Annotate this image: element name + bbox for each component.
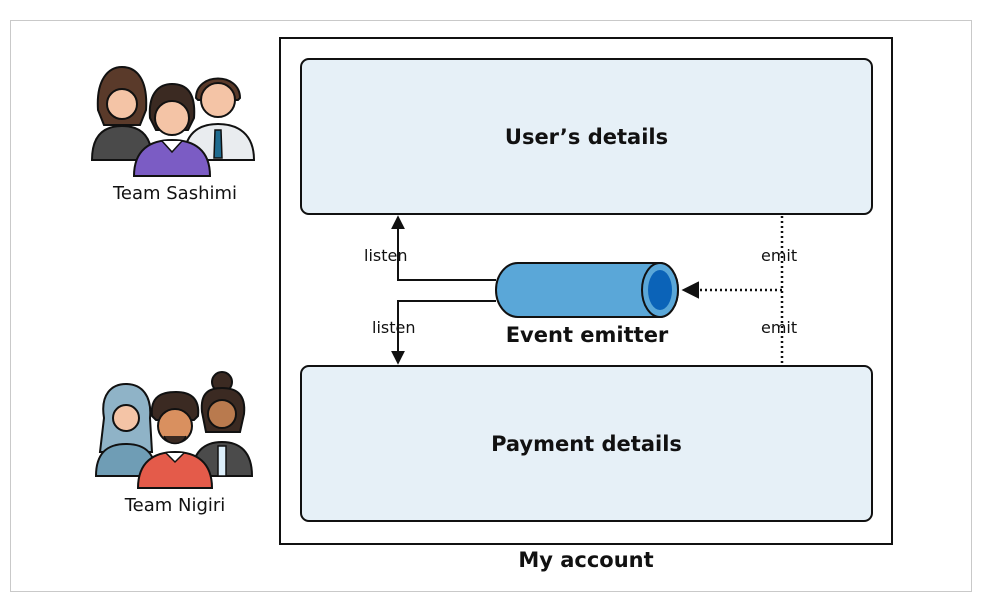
listen-label-top: listen [364, 246, 408, 265]
listen-label-bottom: listen [372, 318, 416, 337]
users-details-panel: User’s details [300, 58, 873, 215]
my-account-container [279, 37, 893, 545]
event-emitter-label: Event emitter [505, 323, 669, 347]
listen-connector-bottom [391, 300, 496, 365]
my-account-label: My account [518, 548, 654, 572]
payment-details-panel: Payment details [300, 365, 873, 522]
diagram-frame [10, 20, 972, 592]
emit-label-bottom: emit [761, 318, 798, 337]
team-nigiri-people-icon [94, 371, 254, 489]
team-sashimi-people-icon [90, 65, 256, 177]
listen-connector-top [391, 215, 496, 281]
event-emitter-icon [495, 262, 679, 318]
payment-details-label: Payment details [491, 431, 682, 456]
users-details-label: User’s details [504, 124, 669, 149]
emit-label-top: emit [761, 246, 798, 265]
team-sashimi-label: Team Sashimi [112, 183, 238, 204]
team-nigiri-label: Team Nigiri [124, 495, 226, 516]
